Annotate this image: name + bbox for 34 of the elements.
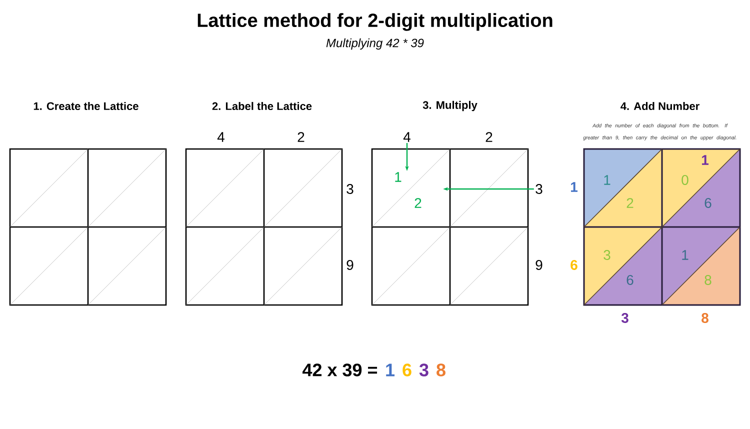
digit-label: 1 [604,175,610,185]
digit-label: 1 [571,182,578,192]
digit-label: 2 [486,132,492,142]
digit-label: 3 [346,184,354,194]
digit-label: 2 [298,132,304,142]
digit-label: 3 [536,184,542,194]
result-digit: 8 [436,364,446,376]
title: Lattice method for 2-digit multiplication [198,13,552,31]
step-heading: 2. Label the Lattice [212,102,312,110]
step-heading: 1. Create the Lattice [34,102,138,110]
digit-label: 3 [604,250,610,260]
digit-label: 8 [704,275,712,285]
digit-label: 3 [621,313,628,323]
result-digit: 6 [402,364,412,376]
digit-label: 1 [682,250,688,260]
step-heading: 3. Multiply [422,100,478,112]
digit-label: 6 [626,275,634,285]
result-digit: 3 [419,364,428,376]
subtitle: Multiplying 42 * 39 [326,38,424,50]
digit-label: 6 [704,198,712,208]
result-digit: 1 [386,364,395,376]
digit-label: 1 [702,155,709,165]
digit-label: 6 [570,260,578,270]
digit-label: 8 [702,313,708,323]
digit-label: 0 [682,175,688,185]
digit-label: 4 [403,132,410,142]
digit-label: 2 [414,198,422,208]
digit-label: 4 [217,132,224,142]
digit-label: 1 [395,172,402,182]
digit-label: 9 [346,260,354,270]
digit-label: 9 [536,260,542,270]
equation-text: 42 x 39 = [302,364,378,376]
step-heading: 4. Add Number [620,102,700,110]
digit-label: 2 [626,198,634,208]
